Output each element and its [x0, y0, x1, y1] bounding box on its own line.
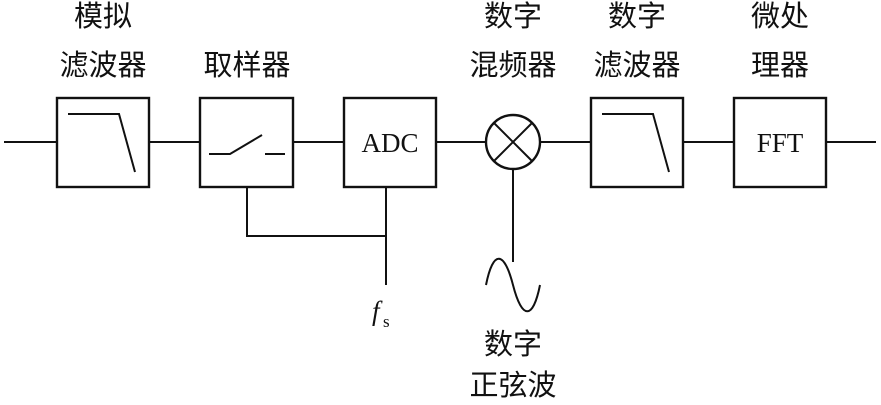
sampler-box — [198, 96, 295, 189]
sample-clock-label: f s — [372, 296, 390, 331]
clock-line-sampler — [246, 187, 386, 237]
adc-label: ADC — [361, 128, 418, 158]
adc-box — [342, 96, 438, 189]
digital-sine-caption-line2: 正弦波 — [469, 368, 556, 402]
analog-filter-block: 模拟 滤波器 — [55, 0, 151, 189]
sample-clock-subscript: s — [383, 312, 390, 331]
analog-filter-caption-line2: 滤波器 — [59, 48, 146, 82]
digital-mixer-caption-line2: 混频器 — [469, 48, 556, 82]
multiply-icon — [493, 122, 533, 162]
digital-mixer-block: 数字 混频器 — [469, 0, 557, 171]
digital-sine-caption-line1: 数字 — [484, 327, 542, 361]
digital-filter-block: 数字 滤波器 — [589, 0, 685, 189]
analog-filter-caption-line1: 模拟 — [74, 0, 132, 33]
lowpass-filter-icon — [68, 113, 136, 173]
digital-mixer-caption-line1: 数字 — [484, 0, 542, 33]
switch-icon — [209, 134, 285, 155]
analog-filter-box — [55, 96, 151, 189]
fft-box — [732, 96, 828, 189]
digital-filter-box — [589, 96, 685, 189]
sample-clock-symbol: f — [372, 296, 383, 326]
microprocessor-caption-line1: 微处 — [751, 0, 809, 33]
sampler-caption: 取样器 — [203, 48, 290, 82]
microprocessor-block: 微处 理器 FFT — [732, 0, 828, 189]
fft-label: FFT — [757, 128, 804, 158]
digital-filter-caption-line1: 数字 — [608, 0, 666, 33]
sampler-block: 取样器 — [198, 48, 295, 189]
adc-block: ADC — [342, 96, 438, 189]
microprocessor-caption-line2: 理器 — [751, 48, 809, 82]
clock-lines — [246, 187, 387, 285]
sine-wave-icon — [485, 257, 541, 313]
digital-filter-caption-line2: 滤波器 — [593, 48, 680, 82]
lowpass-filter-icon — [602, 113, 670, 173]
